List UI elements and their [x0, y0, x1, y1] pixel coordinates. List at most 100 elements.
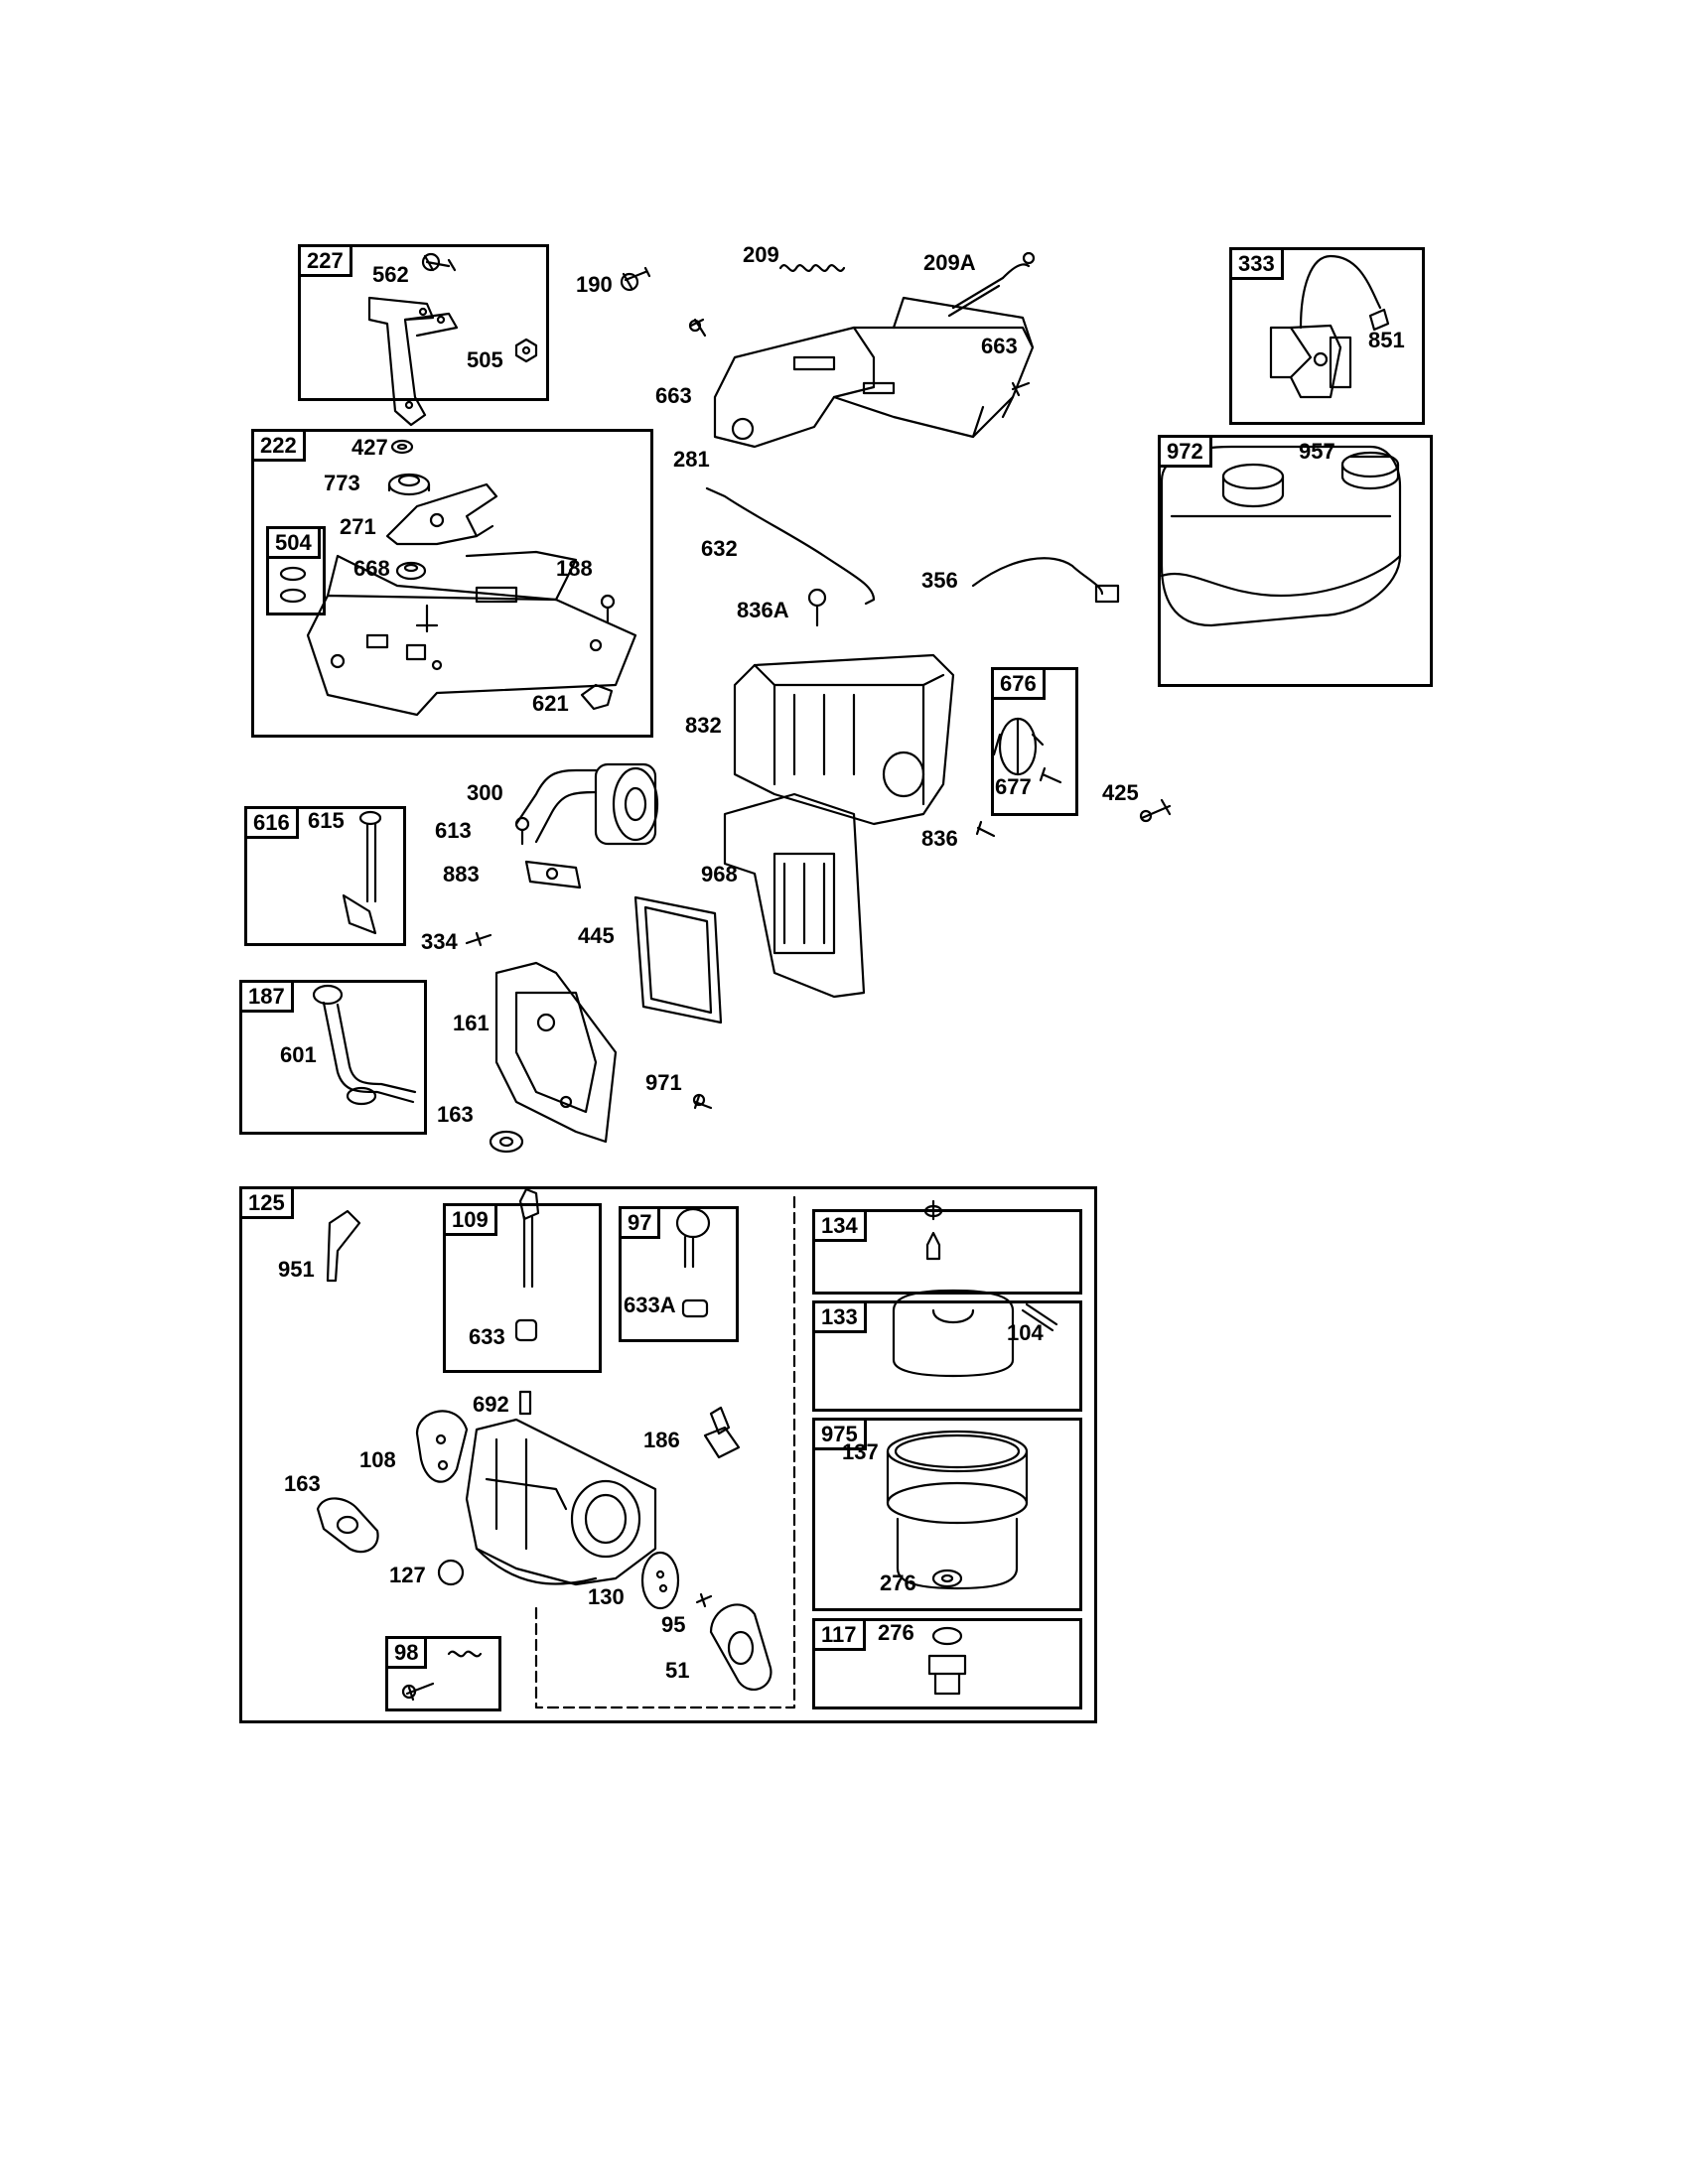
group-tag-972: 972: [1158, 435, 1212, 469]
fuel-cap-957-part: [1340, 451, 1400, 490]
part-label-951: 951: [278, 1257, 315, 1282]
screw-334-part: [465, 931, 492, 947]
screw-613-part: [514, 816, 530, 846]
group-box-109: 109: [443, 1203, 602, 1373]
part-label-836a: 836A: [737, 598, 789, 622]
group-box-125: 125: [239, 1186, 1097, 1723]
part-label-692: 692: [473, 1392, 509, 1417]
group-box-133: 133: [812, 1300, 1082, 1412]
group-tag-975: 975: [812, 1418, 867, 1451]
group-tag-333: 333: [1229, 247, 1284, 281]
blower-housing-281-part: [713, 296, 1035, 449]
part-label-425: 425: [1102, 780, 1139, 805]
washer-276a-part: [931, 1569, 963, 1588]
part-label-137: 137: [842, 1439, 879, 1464]
group-tag-109: 109: [443, 1203, 497, 1237]
spring-209-part: [778, 264, 846, 272]
part-label-632: 632: [701, 536, 738, 561]
spring-209a-part: [947, 251, 1036, 318]
part-label-190: 190: [576, 272, 613, 297]
nut-505-part: [514, 338, 538, 363]
part-label-276b: 276: [878, 1620, 914, 1645]
part-label-445: 445: [578, 923, 615, 948]
part-label-104: 104: [1007, 1320, 1044, 1345]
part-label-300: 300: [467, 780, 503, 805]
air-cleaner-housing-832-part: [733, 653, 955, 826]
bushing-668-part: [395, 561, 427, 581]
plate-108-part: [415, 1410, 469, 1483]
screw-663b-part: [1011, 381, 1031, 397]
part-label-271: 271: [340, 514, 376, 539]
part-label-127: 127: [389, 1563, 426, 1587]
oil-fill-615-part: [342, 810, 382, 935]
group-tag-97: 97: [619, 1206, 661, 1240]
cover-968-part: [723, 792, 866, 999]
washers-504-part: [279, 566, 307, 604]
pin-104-part: [1021, 1302, 1058, 1332]
group-tag-227: 227: [298, 244, 352, 278]
clip-621-part: [580, 683, 614, 711]
valve-633a-part: [675, 1207, 711, 1318]
group-box-98: 98: [385, 1636, 501, 1711]
part-label-663b: 663: [981, 334, 1018, 358]
choke-knob-676-part: [992, 717, 1045, 776]
part-label-677: 677: [995, 774, 1032, 799]
part-label-663a: 663: [655, 383, 692, 408]
part-label-95: 95: [661, 1612, 686, 1637]
group-tag-133: 133: [812, 1300, 867, 1334]
wire-356-part: [971, 557, 1120, 604]
screw-425-part: [1139, 798, 1172, 823]
plug-692-part: [518, 1390, 532, 1416]
part-label-615: 615: [308, 808, 345, 833]
gasket-51-part: [709, 1603, 772, 1692]
screw-836-part: [975, 820, 996, 838]
governor-lever-part: [367, 296, 459, 427]
bowl-975-part: [896, 1517, 1019, 1590]
part-label-613: 613: [435, 818, 472, 843]
part-label-773: 773: [324, 471, 360, 495]
group-tag-117: 117: [812, 1618, 866, 1652]
part-label-968: 968: [701, 862, 738, 887]
part-label-281: 281: [673, 447, 710, 472]
part-label-188: 188: [556, 556, 593, 581]
group-box-97: 97: [619, 1206, 739, 1342]
part-label-161: 161: [453, 1011, 490, 1035]
part-label-633a: 633A: [624, 1293, 676, 1317]
group-tag-134: 134: [812, 1209, 867, 1243]
carburetor-body-part: [465, 1418, 657, 1586]
filter-445-part: [633, 895, 723, 1024]
screw-677-part: [1039, 766, 1062, 784]
group-box-222: 222: [251, 429, 653, 738]
part-label-836: 836: [921, 826, 958, 851]
bolt-117-part: [927, 1654, 967, 1696]
screw-836a-part: [807, 588, 827, 627]
group-box-333: 333: [1229, 247, 1425, 425]
group-box-187: 187: [239, 980, 427, 1135]
part-label-668: 668: [353, 556, 390, 581]
screw-95-part: [695, 1592, 713, 1608]
part-label-562: 562: [372, 262, 409, 287]
part-label-633: 633: [469, 1324, 505, 1349]
part-label-163b: 163: [284, 1471, 321, 1496]
part-label-971: 971: [645, 1070, 682, 1095]
gasket-883-part: [524, 860, 582, 889]
lever-951-part: [326, 1209, 361, 1283]
gasket-163b-part: [316, 1497, 379, 1554]
group-tag-187: 187: [239, 980, 294, 1014]
part-label-832: 832: [685, 713, 722, 738]
group-box-975: 975: [812, 1418, 1082, 1611]
group-box-117: 117: [812, 1618, 1082, 1709]
washer-276b-part: [931, 1626, 963, 1646]
group-tag-125: 125: [239, 1186, 294, 1220]
base-161-part: [494, 961, 618, 1144]
lever-271-part: [385, 482, 498, 546]
diaphragm-130-part: [640, 1551, 680, 1610]
part-label-621: 621: [532, 691, 569, 716]
group-box-972: 972: [1158, 435, 1433, 687]
part-label-108: 108: [359, 1447, 396, 1472]
group-tag-504: 504: [266, 526, 321, 560]
group-box-134: 134: [812, 1209, 1082, 1295]
part-label-209a: 209A: [923, 250, 976, 275]
